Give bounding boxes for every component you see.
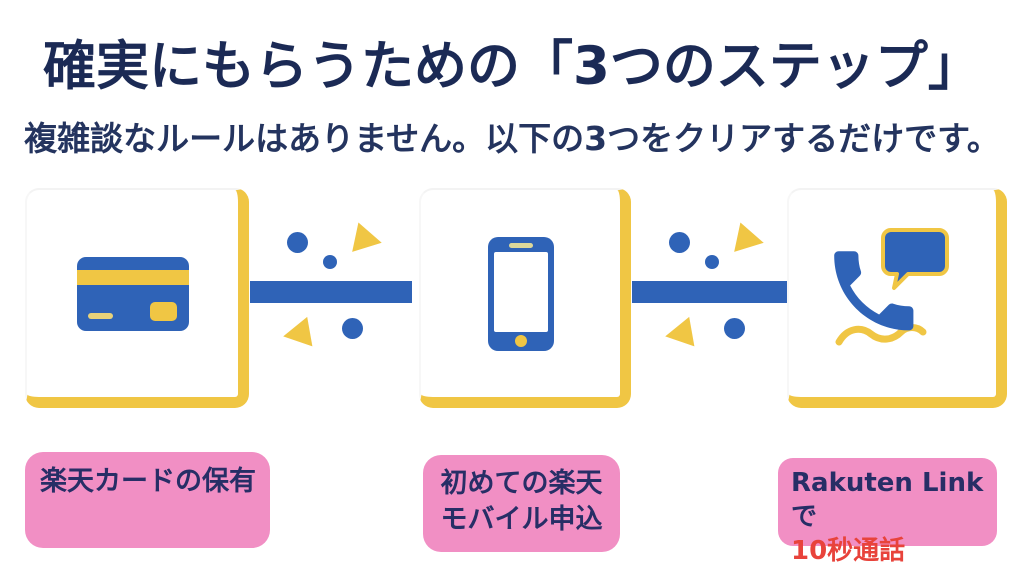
dot-icon <box>323 255 337 269</box>
dot-icon <box>287 232 308 253</box>
flow-arrow-1 <box>250 222 412 354</box>
step-card-rakuten-link-call <box>787 188 1007 408</box>
smartphone-speaker <box>508 242 533 248</box>
step-label-rakuten-card: 楽天カードの保有 <box>25 452 270 548</box>
phone-call-icon <box>834 228 949 346</box>
dot-icon <box>724 318 745 339</box>
step-label-text: Rakuten Linkで <box>791 468 984 532</box>
credit-card-number-dash <box>87 312 113 319</box>
dot-icon <box>705 255 719 269</box>
handset-icon <box>834 251 914 331</box>
triangle-left-icon <box>662 316 695 352</box>
step-card-mobile-signup <box>419 188 631 408</box>
dot-icon <box>342 318 363 339</box>
step-card-rakuten-card <box>25 188 249 408</box>
triangle-left-icon <box>280 316 313 352</box>
step-label-text: モバイル申込 <box>440 504 603 535</box>
credit-card-stripe <box>76 269 189 285</box>
page-title: 確実にもらうための「3つのステップ」 <box>43 36 981 97</box>
triangle-right-icon <box>352 222 385 258</box>
credit-card-chip <box>149 301 177 321</box>
speech-bubble-icon <box>881 228 949 290</box>
smartphone-screen <box>493 251 548 332</box>
triangle-right-icon <box>734 222 767 258</box>
flow-arrow-2 <box>632 222 794 354</box>
arrow-bar <box>250 281 412 303</box>
step-label-text: 初めての楽天 <box>440 468 603 499</box>
arrow-bar <box>632 281 794 303</box>
step-label-rakuten-link-call: Rakuten Linkで 10秒通話 <box>778 458 997 566</box>
page-subtitle: 複雑談なルールはありません。以下の3つをクリアするだけです。 <box>24 119 1000 158</box>
smartphone-icon <box>487 236 554 351</box>
step-label-highlight-text: 10秒通話 <box>791 536 906 566</box>
step-label-text: 楽天カードの保有 <box>40 466 256 497</box>
credit-card-icon <box>76 256 189 331</box>
step-label-mobile-signup: 初めての楽天 モバイル申込 <box>423 455 620 552</box>
dot-icon <box>669 232 690 253</box>
smartphone-home-button <box>514 334 527 347</box>
